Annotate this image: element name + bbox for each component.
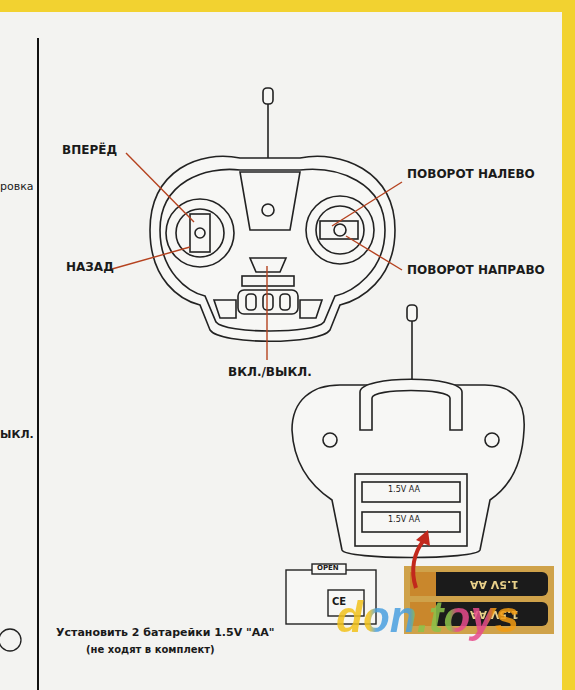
battery-print: 1.5V AA bbox=[470, 577, 519, 590]
control-label: ВПЕРЁД bbox=[62, 144, 117, 158]
control-label: ВКЛ./ВЫКЛ. bbox=[228, 366, 312, 380]
note-text: (не ходят в комплект) bbox=[86, 644, 215, 656]
battery-mark: 1.5V AA bbox=[388, 485, 420, 494]
cover-mark: OPEN bbox=[317, 564, 339, 572]
battery-mark: 1.5V AA bbox=[388, 515, 420, 524]
control-label: ПОВОРОТ НАПРАВО bbox=[407, 264, 545, 278]
cut-text: ЫКЛ. bbox=[0, 429, 34, 442]
control-label: ПОВОРОТ НАЛЕВО bbox=[407, 168, 535, 182]
cut-text: ровка bbox=[0, 181, 34, 194]
note-text: Установить 2 батарейки 1.5V "AA" bbox=[56, 627, 275, 640]
control-label: НАЗАД bbox=[66, 261, 114, 275]
watermark: don.toys bbox=[336, 592, 519, 643]
